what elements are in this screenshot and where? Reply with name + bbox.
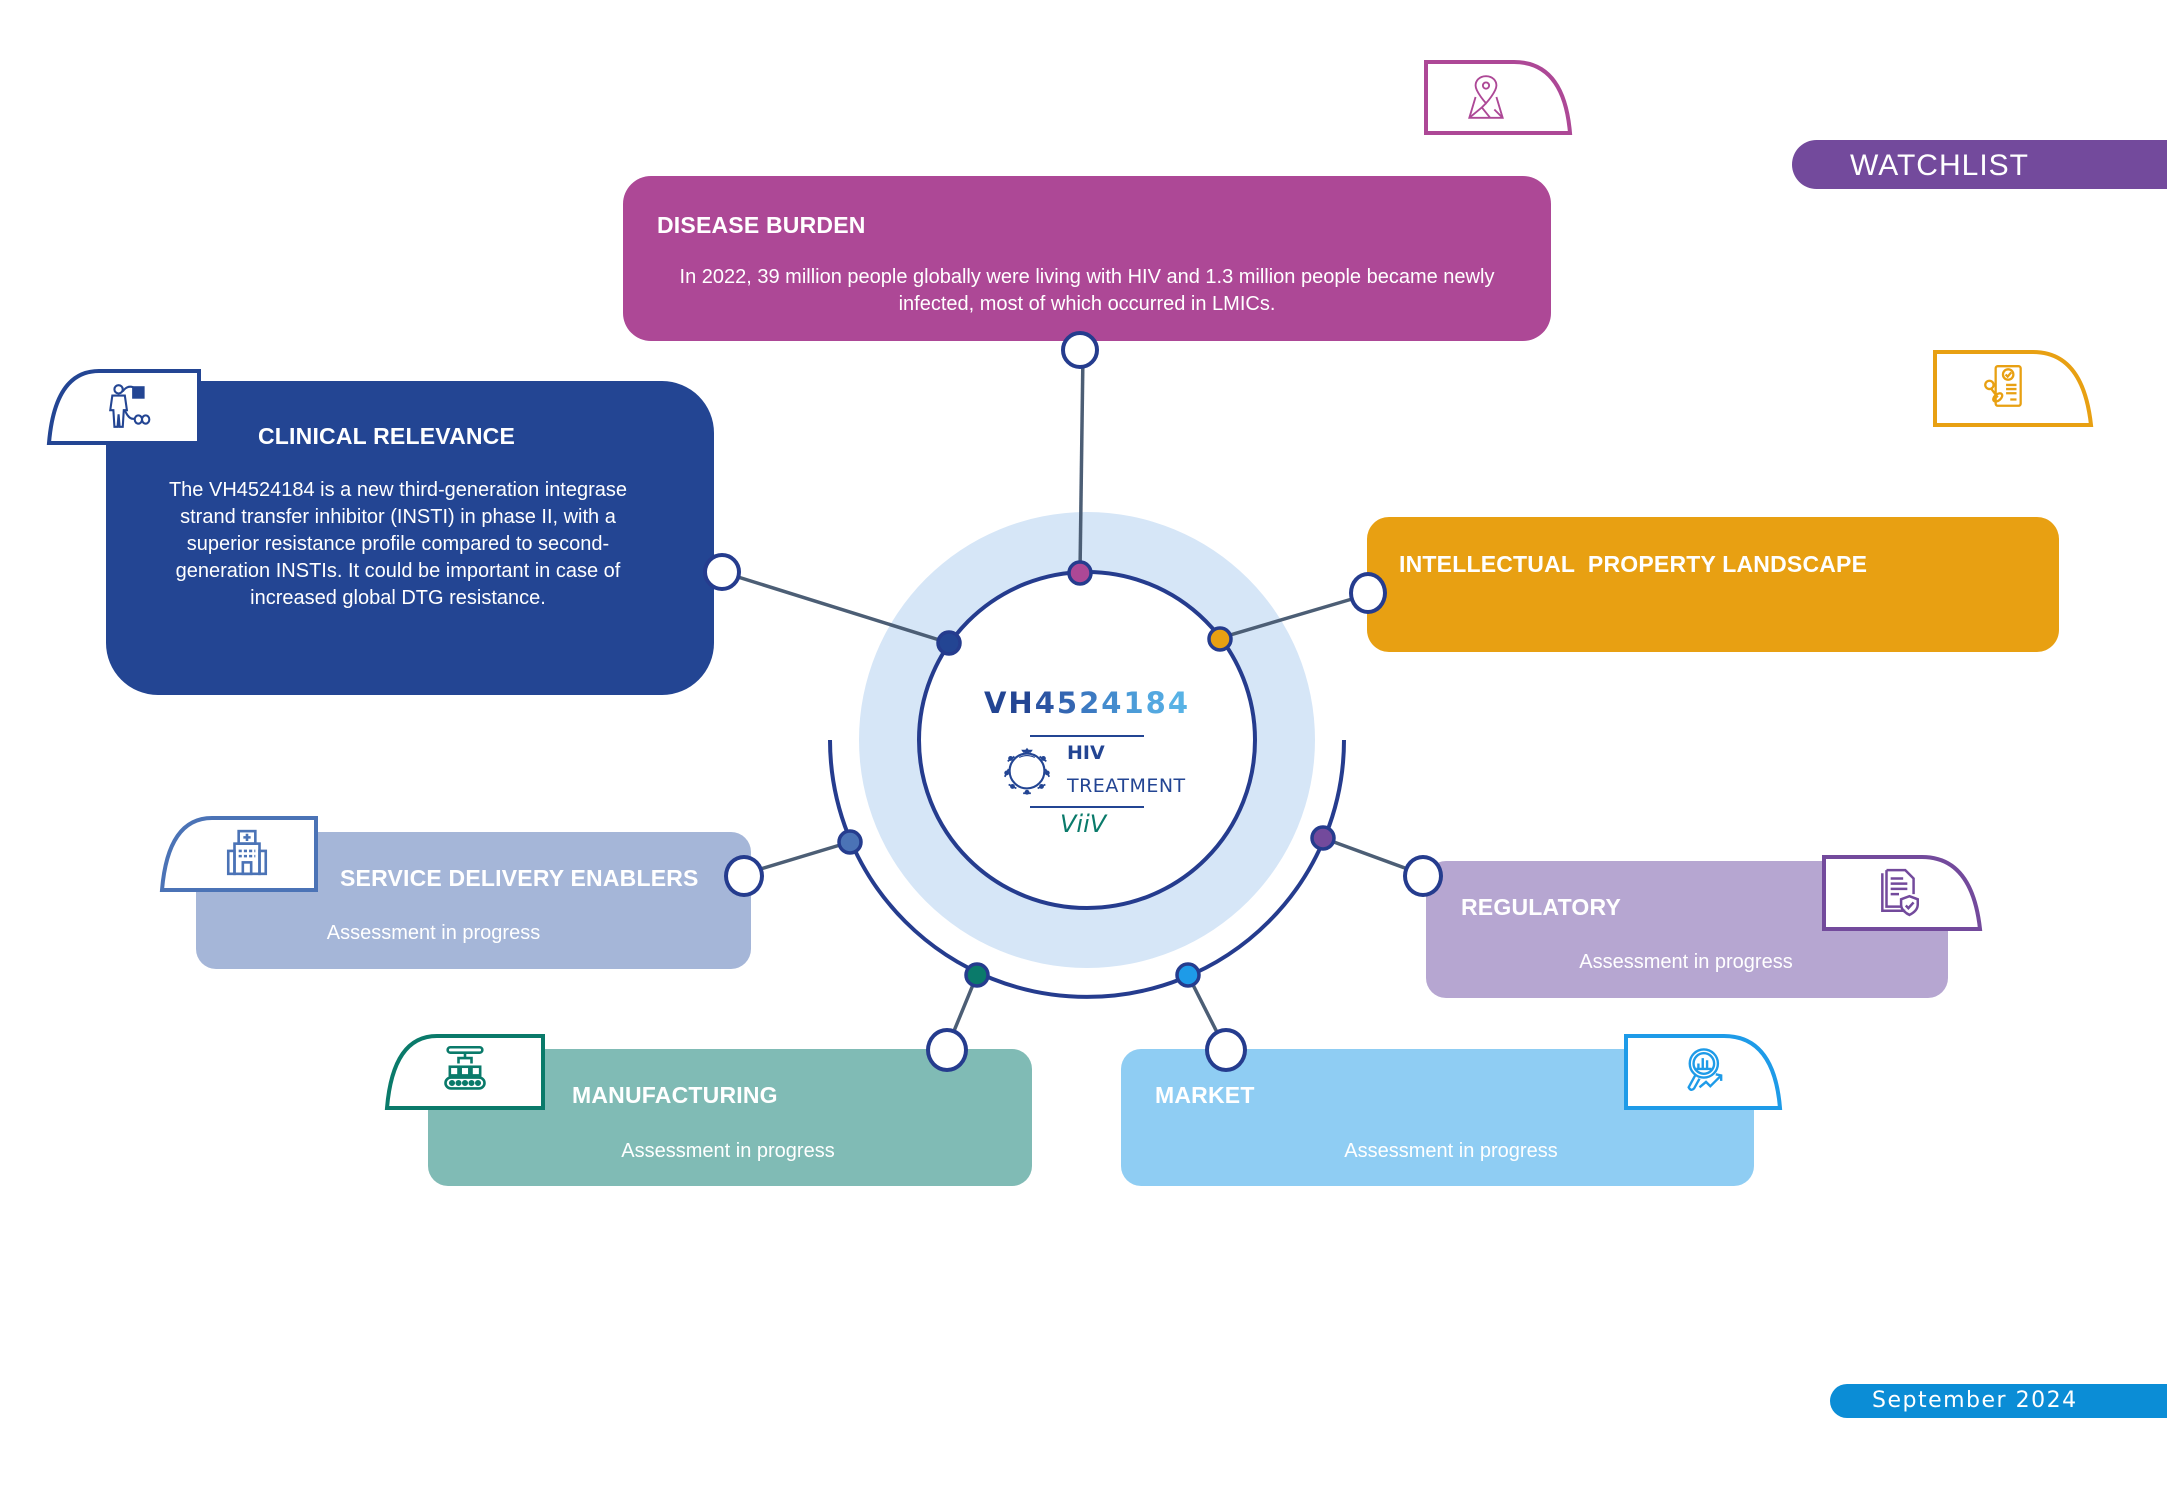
patent-document-icon xyxy=(1984,365,2022,407)
node-disease-burden xyxy=(1067,560,1093,586)
product-code-digit: 4 xyxy=(1101,686,1124,720)
intellectual-property-connector-endpoint xyxy=(1349,572,1387,614)
hospital-icon xyxy=(226,829,268,876)
card-body: Assessment in progress xyxy=(1344,1140,1558,1162)
node-market xyxy=(1175,962,1201,988)
service-delivery-connector-endpoint xyxy=(724,855,764,897)
card-body: Assessment in progress xyxy=(1579,951,1793,973)
product-code-digit: 5 xyxy=(1056,686,1080,720)
disease-burden-icon-tab xyxy=(1424,60,1573,135)
company-name: ViiV xyxy=(1060,810,1107,838)
product-code-prefix: VH xyxy=(983,686,1035,720)
card-title: INTELLECTUAL PROPERTY LANDSCAPE xyxy=(1399,551,1868,577)
card-body: Assessment in progress xyxy=(326,922,541,944)
regulatory-icon-tab xyxy=(1822,855,1983,931)
map-pin-icon xyxy=(1468,75,1504,119)
market-connector-endpoint xyxy=(1205,1028,1247,1072)
category-line2: TREATMENT xyxy=(1067,775,1186,797)
date-badge: September 2024 xyxy=(1830,1384,2167,1418)
card-title: MARKET xyxy=(1155,1082,1255,1108)
card-clinical-relevance[interactable]: CLINICAL RELEVANCE The VH4524184 is a ne… xyxy=(106,381,714,695)
disease-burden-connector-endpoint xyxy=(1061,331,1099,369)
market-analysis-icon xyxy=(1687,1048,1723,1091)
card-title: CLINICAL RELEVANCE xyxy=(258,423,516,449)
connector-clinical-relevance xyxy=(721,570,950,645)
center-product-label: VH4524184 xyxy=(937,686,1237,720)
document-shield-icon xyxy=(1881,868,1919,917)
node-service-delivery xyxy=(837,829,863,855)
connector-intellectual-property xyxy=(1219,592,1370,640)
card-title: MANUFACTURING xyxy=(572,1082,778,1108)
card-title: SERVICE DELIVERY ENABLERS xyxy=(340,865,699,891)
product-code-digit: 2 xyxy=(1079,686,1102,720)
product-code-digit: 4 xyxy=(1167,686,1191,720)
card-body: In 2022, 39 million people globally were… xyxy=(679,266,1495,315)
outer-arc xyxy=(828,739,1346,999)
card-title: DISEASE BURDEN xyxy=(657,212,866,238)
clinical-relevance-connector-endpoint xyxy=(703,553,741,591)
watchlist-label: WATCHLIST xyxy=(1850,149,2029,182)
node-manufacturing xyxy=(964,962,990,988)
product-code: VH4524184 xyxy=(937,686,1237,720)
manufacturing-connector-endpoint xyxy=(926,1028,968,1072)
center-divider-bottom xyxy=(1030,806,1144,808)
node-intellectual-property xyxy=(1207,626,1233,652)
regulatory-connector-endpoint xyxy=(1403,855,1443,897)
manufacturing-icon-tab xyxy=(384,1034,545,1110)
service-delivery-icon-tab xyxy=(159,816,318,892)
node-clinical-relevance xyxy=(936,630,962,656)
conveyor-icon xyxy=(444,1045,486,1090)
card-body: Assessment in progress xyxy=(621,1140,835,1162)
card-title: REGULATORY xyxy=(1461,894,1622,920)
inner-white-circle xyxy=(917,570,1257,910)
date-label: September 2024 xyxy=(1872,1388,2078,1413)
watchlist-badge: WATCHLIST xyxy=(1792,140,2167,189)
card-body: The VH4524184 is a new third-generation … xyxy=(168,479,628,609)
clinical-relevance-icon-tab xyxy=(46,369,201,445)
card-disease-burden[interactable]: DISEASE BURDEN In 2022, 39 million peopl… xyxy=(623,176,1551,341)
market-icon-tab xyxy=(1624,1034,1783,1110)
node-regulatory xyxy=(1310,825,1336,851)
patient-pills-icon xyxy=(109,384,151,428)
intellectual-property-icon-tab xyxy=(1933,350,2094,427)
center-divider-top xyxy=(1030,735,1144,737)
card-intellectual-property[interactable]: INTELLECTUAL PROPERTY LANDSCAPE xyxy=(1367,517,2059,652)
category-line1: HIV xyxy=(1067,742,1105,764)
product-code-digit: 1 xyxy=(1123,686,1146,720)
product-code-digit: 4 xyxy=(1034,686,1057,720)
product-code-digit: 8 xyxy=(1145,686,1168,720)
virus-icon xyxy=(1003,747,1051,795)
connector-disease-burden xyxy=(1078,351,1085,574)
